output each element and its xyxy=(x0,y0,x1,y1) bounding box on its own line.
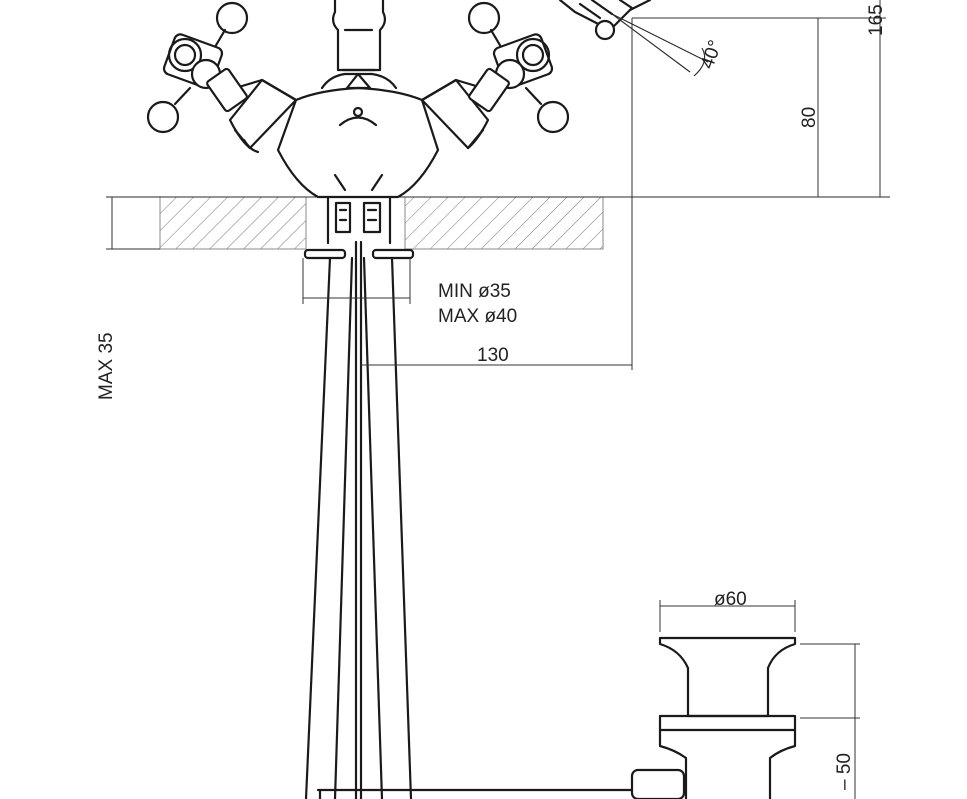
spout-outlet: 40° xyxy=(558,0,727,77)
deck-max-label: MAX 35 xyxy=(96,332,117,400)
shank-and-hoses xyxy=(303,195,415,799)
hole-min-label: MIN ø35 xyxy=(438,281,511,302)
waste-50-label: – 50 xyxy=(834,753,855,790)
tap-body xyxy=(220,0,498,199)
height-80-label: 80 xyxy=(799,107,820,128)
countertop-section xyxy=(106,196,890,250)
left-cross-handle xyxy=(146,1,249,134)
dimension-lines xyxy=(106,0,886,799)
height-total-label: 165 xyxy=(866,4,887,36)
popup-waste xyxy=(316,636,797,799)
spout-angle-label: 40° xyxy=(697,38,727,72)
waste-diameter-label: ø60 xyxy=(714,589,747,610)
hole-max-label: MAX ø40 xyxy=(438,306,517,327)
reach-label: 130 xyxy=(477,345,509,366)
right-cross-handle xyxy=(467,1,570,134)
